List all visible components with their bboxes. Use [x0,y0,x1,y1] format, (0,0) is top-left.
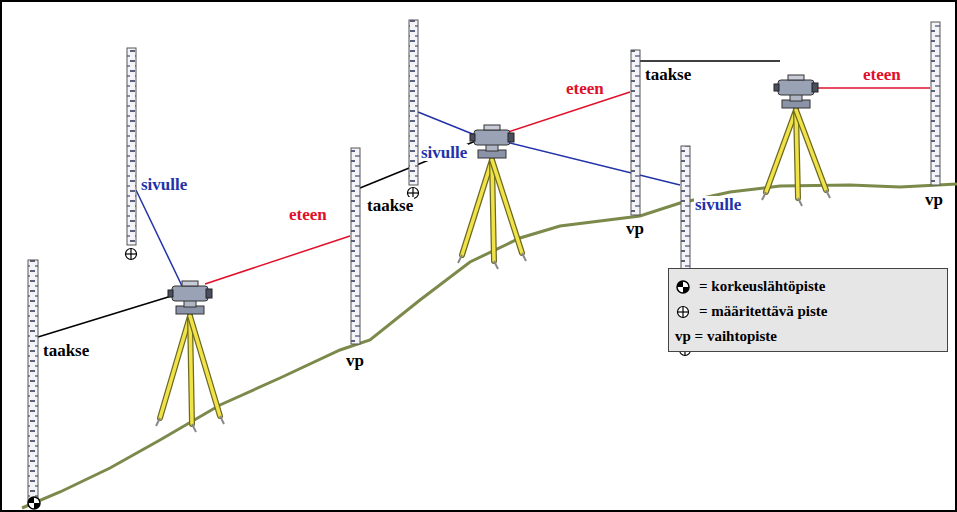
drawing-part [631,50,640,215]
tripod-foot [220,416,224,424]
sidesight-line [418,112,480,137]
sidesight-label: sivulle [140,176,188,193]
tripod-leg [796,110,798,198]
tripod-foot [156,418,160,426]
backsight-line [38,294,178,337]
tripod-leg [492,160,522,253]
tripod-leg [796,110,826,190]
tripod-leg [492,160,494,261]
tripod-leg [160,316,190,418]
turning-point-label: vp [345,352,365,369]
backsight-label: taakse [42,342,90,359]
tripod-leg [492,160,522,253]
foresight-line [205,236,350,284]
foresight-line [812,87,930,89]
sidesight-line [136,190,182,286]
drawing-part [28,260,38,503]
tripod-foot [494,261,498,269]
eyepiece [168,290,173,297]
legend-text: vp = vaihtopiste [675,329,777,344]
drawing-part [931,22,940,185]
eyepiece [774,84,779,91]
tripod-leg [190,316,192,424]
eyepiece [470,134,475,141]
backsight-label: taakse [366,197,414,214]
tripod-leg [160,316,190,418]
ground-line [22,184,957,508]
level-body [474,130,510,145]
benchmark-symbol [28,497,40,509]
tripod-leg [492,160,494,261]
tripod-leg [766,110,796,192]
sight-top [788,75,804,80]
level-instruments [156,75,830,432]
tripod-leg [462,160,492,255]
backsight-line [360,140,478,188]
legend-text: = määritettävä piste [699,304,828,319]
sidesight-label: sivulle [694,196,742,213]
tripod-foot [798,198,802,206]
drawing-part [351,148,360,344]
drawing-part [409,20,418,185]
tripod-foot [522,253,526,261]
objective-lens [812,83,818,92]
target-point-symbol [126,249,137,260]
tripod-leg [796,110,798,198]
tripod-foot [192,424,196,432]
turning-point-label: vp [924,191,944,208]
tripod-leg [190,316,220,416]
sidesight-line [506,142,680,185]
level-body [778,80,814,95]
objective-lens [206,289,212,298]
foresight-label: eteen [862,66,902,83]
benchmark-symbol [675,279,691,295]
tripod-leg [766,110,796,192]
sidesight-label: sivulle [420,144,468,161]
levelling-staffs [28,20,940,503]
sight-top [182,281,198,286]
tripod-foot [826,190,830,198]
foresight-label: eteen [565,80,605,97]
tripod-foot [458,255,462,263]
target-point-symbol [675,304,691,320]
legend-text: = korkeuslähtöpiste [699,279,825,294]
foresight-line [508,92,630,132]
tripod-leg [462,160,492,255]
sight-top [484,125,500,130]
tripod-leg [190,316,192,424]
backsight-label: taakse [644,66,692,83]
drawing-part [127,48,136,245]
backsight-line [640,60,780,62]
tripod-leg [796,110,826,190]
tripod-leg [190,316,220,416]
level-body [172,286,208,301]
legend-box: = korkeuslähtöpiste = määritettävä piste v… [668,268,948,352]
objective-lens [508,133,514,142]
tripod-foot [762,192,766,200]
turning-point-label: vp [625,220,645,237]
foresight-label: eteen [288,206,328,223]
